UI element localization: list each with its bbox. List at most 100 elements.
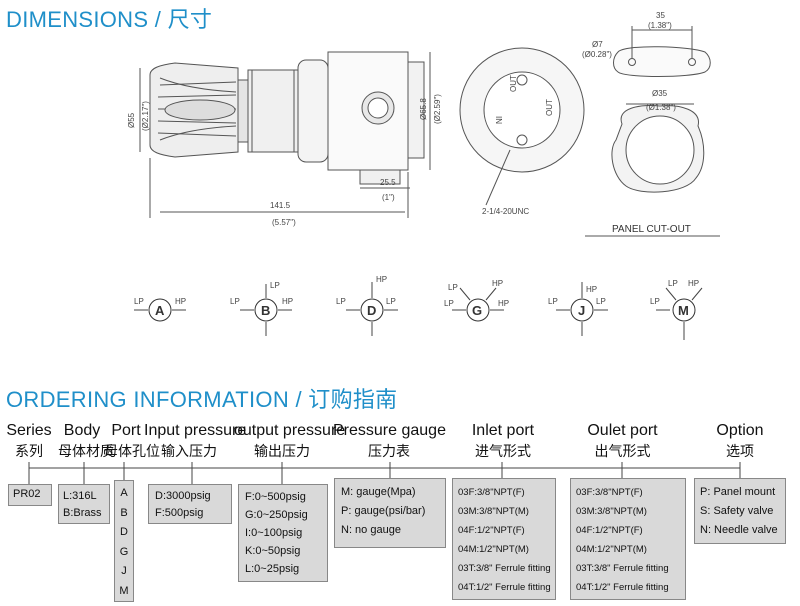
port-config-letter: G [472,303,482,318]
header-series: Series 系列 [6,422,52,459]
in-label: IN [494,116,503,124]
inlet-option: 03M:3/8"NPT(M) [458,506,529,517]
gauge-box: M: gauge(Mpa) P: gauge(psi/bar) N: no ga… [334,478,446,548]
port-config-label: LP [650,297,660,306]
option-item: P: Panel mount [700,486,776,498]
inlet-option: 04F:1/2"NPT(F) [458,525,525,536]
body-box: L:316L B:Brass [58,484,110,524]
header-input-pressure: Input pressure 输入压力 [144,422,247,459]
port-config-a: A LP HP [134,297,186,322]
panel-width-mm: 35 [656,11,665,20]
panel-hole-mm: Ø7 [592,40,603,49]
output-pressure-option: L:0~25psig [245,563,300,575]
dimension-drawing: Ø55 (Ø2.17") Ø65.8 (Ø2.59") 141.5 (5.57"… [127,11,720,340]
outlet-option: 04T:1/2" Ferrule fitting [576,582,669,593]
outlet-option: 04F:1/2"NPT(F) [576,525,643,536]
body-option: B:Brass [63,507,102,519]
dia-right-in: (Ø2.59") [433,94,442,124]
dia-left-in: (Ø2.17") [141,101,150,131]
port-config-label: LP [134,297,144,306]
port-config-label: LP [336,297,346,306]
output-pressure-box: F:0~500psig G:0~250psig I:0~100psig K:0~… [238,484,328,582]
length-mm: 141.5 [270,201,291,210]
port-config-letter: A [155,303,165,318]
port-config-label: LP [548,297,558,306]
port-option: D [120,526,128,538]
option-box: P: Panel mount S: Safety valve N: Needle… [694,478,786,544]
port-config-label: HP [376,275,387,284]
option-item: S: Safety valve [700,505,774,517]
header-option: Option 选项 [716,422,764,459]
panel-cutout [585,26,720,237]
output-pressure-option: I:0~100psig [245,527,303,539]
port-option: A [120,487,128,499]
gauge-option: M: gauge(Mpa) [341,486,416,498]
front-view [459,47,585,206]
port-config-letter: M [678,303,689,318]
port-option: B [120,506,128,519]
port-config-d: D HP LP LP [336,275,398,336]
port-config-label: HP [282,297,293,306]
port-config-label: LP [386,297,396,306]
dia-right-mm: Ø65.8 [419,98,428,120]
header-outlet-port: Oulet port 出气形式 [587,422,658,459]
port-option: G [119,545,129,558]
header-body: Body 母体材质 [58,422,114,459]
outlet-box: 03F:3/8"NPT(F) 03M:3/8"NPT(M) 04F:1/2"NP… [570,478,686,600]
panel-hole-in: (Ø0.28") [582,50,612,59]
gauge-option: N: no gauge [341,524,401,536]
series-option: PR02 [13,488,41,500]
input-pressure-option: F:500psig [155,507,204,519]
port-in: (1") [382,193,395,202]
port-box: A B D G J M [114,480,134,602]
input-pressure-option: D:3000psig [155,490,211,502]
header-port: Port 母体孔位 [104,422,160,459]
panel-cutout-label: PANEL CUT-OUT [612,224,691,235]
input-pressure-box: D:3000psig F:500psig [148,484,232,524]
inlet-option: 04T:1/2" Ferrule fitting [458,582,551,593]
port-config-label: HP [175,297,186,306]
inlet-option: 03F:3/8"NPT(F) [458,487,525,498]
port-config-label: LP [668,279,678,288]
panel-width-in: (1.38") [648,21,672,30]
panel-cut-in: (Ø1.38") [646,103,676,112]
dimensions-title: DIMENSIONS / 尺寸 [6,7,213,32]
port-config-label: LP [444,299,454,308]
out-label-top: OUT [509,75,518,92]
header-output-pressure: output pressure 输出压力 [234,422,346,459]
length-in: (5.57") [272,218,296,227]
ordering-title: ORDERING INFORMATION / 订购指南 [6,387,398,412]
body-option: L:316L [63,490,97,502]
port-config-label: LP [596,297,606,306]
output-pressure-option: G:0~250psig [245,509,308,521]
header-inlet-port: Inlet port 进气形式 [471,422,535,459]
inlet-option: 04M:1/2"NPT(M) [458,544,529,555]
series-box: PR02 [8,484,52,506]
port-config-letter: J [578,303,585,318]
thread-label: 2-1/4-20UNC [482,207,529,216]
port-config-label: HP [586,285,597,294]
outlet-option: 03M:3/8"NPT(M) [576,506,647,517]
port-config-label: HP [688,279,699,288]
port-config-label: LP [448,283,458,292]
port-config-label: LP [270,281,280,290]
panel-cut-mm: Ø35 [652,89,668,98]
output-pressure-option: F:0~500psig [245,491,306,503]
inlet-option: 03T:3/8" Ferrule fitting [458,563,551,574]
option-item: N: Needle valve [700,524,778,536]
header-pressure-gauge: Pressure gauge 压力表 [333,422,446,459]
port-mm: 25.5 [380,178,396,187]
output-pressure-option: K:0~50psig [245,545,301,557]
port-config-letter: B [261,303,270,318]
outlet-option: 03T:3/8" Ferrule fitting [576,563,669,574]
outlet-option: 03F:3/8"NPT(F) [576,487,643,498]
inlet-box: 03F:3/8"NPT(F) 03M:3/8"NPT(M) 04F:1/2"NP… [452,478,556,600]
port-config-label: HP [498,299,509,308]
port-config-m: M LP HP LP [650,279,703,340]
port-config-label: LP [230,297,240,306]
port-config-label: HP [492,279,503,288]
port-config-letter: D [367,303,376,318]
port-config-j: J HP LP LP [548,282,608,336]
port-config-g: G LP HP LP HP [444,279,509,322]
dia-left-mm: Ø55 [127,112,136,128]
